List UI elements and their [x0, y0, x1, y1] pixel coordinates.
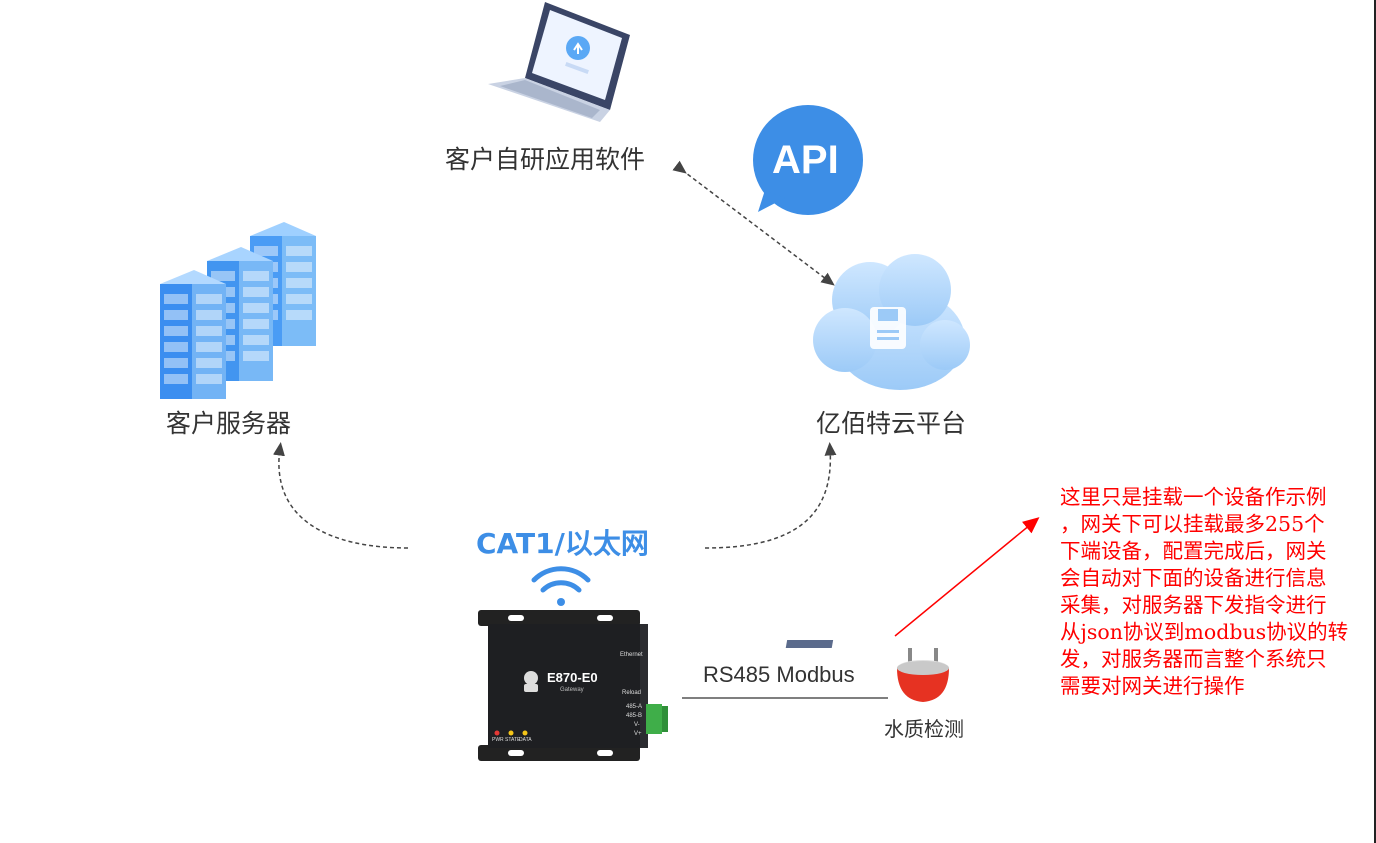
annotation-line: 会自动对下面的设备进行信息 [1060, 566, 1327, 590]
annotation-line: 这里只是挂载一个设备作示例 [1060, 485, 1327, 509]
annotation-line: 采集，对服务器下发指令进行 [1060, 593, 1327, 617]
gateway-port-ethernet: Ethernet [620, 652, 643, 658]
gateway-model: E870-E0 [547, 670, 598, 685]
server-link-arrow [273, 442, 409, 549]
water-sensor-icon [785, 640, 949, 702]
water-quality-label: 水质检测 [884, 717, 964, 741]
annotation-line: 发，对服务器而言整个系统只 [1060, 647, 1327, 671]
annotation-line: 从json协议到modbus协议的转 [1060, 620, 1349, 644]
annotation-note: 这里只是挂载一个设备作示例 ，网关下可以挂载最多255个 下端设备，配置完成后，… [1060, 484, 1372, 700]
api-badge-text: API [772, 138, 839, 182]
annotation-line: ，网关下可以挂载最多255个 [1060, 512, 1325, 536]
cloud-platform-label: 亿佰特云平台 [816, 409, 967, 438]
wifi-icon [531, 566, 591, 606]
gateway-port-485b: 485-B [626, 713, 643, 719]
annotation-arrow [894, 517, 1040, 637]
window-edge [1374, 0, 1376, 843]
client-software-label: 客户自研应用软件 [445, 145, 646, 174]
server-rack-icon [160, 222, 316, 399]
rs485-label: RS485 Modbus [703, 662, 855, 687]
gateway-device [478, 610, 668, 761]
cloud-icon [813, 254, 970, 390]
gateway-port-vneg: V- [634, 722, 640, 728]
gateway-port-vpos: V+ [634, 731, 642, 737]
cloud-link-arrow [704, 442, 837, 549]
gateway-port-reload: Reload [622, 690, 642, 696]
annotation-line: 需要对网关进行操作 [1060, 674, 1245, 698]
gateway-port-485a: 485-A [626, 704, 643, 710]
annotation-line: 下端设备，配置完成后，网关 [1060, 539, 1327, 563]
laptop-icon [488, 2, 630, 122]
gateway-subtitle: Gateway [560, 687, 584, 693]
client-server-label: 客户服务器 [166, 409, 292, 438]
gateway-led-data: DATA [519, 737, 532, 743]
gateway-led-pwr: PWR [492, 737, 504, 743]
gateway-led-state: STATE [505, 737, 521, 743]
api-link-arrow [672, 160, 835, 286]
network-label: CAT1/以太网 [476, 527, 649, 560]
